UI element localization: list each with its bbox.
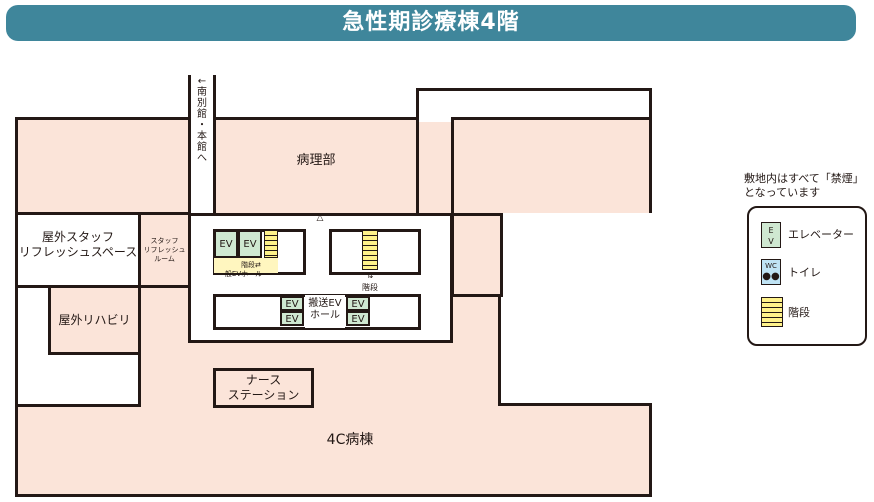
transport-ev-hall-fill bbox=[305, 295, 345, 328]
elevator-1: EV bbox=[214, 230, 238, 258]
stairs-left-label: 階段⇄ bbox=[241, 261, 261, 269]
elevator-2: EV bbox=[238, 230, 262, 258]
staff-refresh-room-label: スタッフリフレッシュルーム bbox=[143, 237, 186, 263]
outdoor-staff-refresh-label: 屋外スタッフリフレッシュスペース bbox=[18, 230, 138, 259]
nurse-station bbox=[213, 368, 314, 408]
upper-right-extension bbox=[416, 88, 652, 122]
general-ev-hall-label: 一般EVホール bbox=[217, 270, 263, 278]
elevator-6: EV bbox=[346, 311, 370, 326]
stairs-right-label: 階段 bbox=[362, 283, 378, 292]
corridor-direction-label: ←南別館・本館へ bbox=[197, 76, 207, 164]
toilet-legend-icon: WC ●● bbox=[761, 259, 781, 285]
elevator-3: EV bbox=[280, 296, 304, 311]
no-smoking-notice: 敷地内はすべて「禁煙」となっています bbox=[744, 172, 864, 199]
nurse-station-label: ナースステーション bbox=[227, 373, 300, 402]
stairs-left bbox=[264, 230, 278, 258]
outdoor-rehab-label: 屋外リハビリ bbox=[58, 313, 131, 327]
right-connector-room bbox=[451, 213, 503, 297]
elevator-5: EV bbox=[346, 296, 370, 311]
elevator-4: EV bbox=[280, 311, 304, 326]
right-wing-room bbox=[451, 117, 652, 216]
stairs-legend-icon bbox=[761, 297, 783, 327]
elevator-legend-label: エレベーター bbox=[788, 228, 854, 241]
north-mark: △ bbox=[316, 213, 324, 223]
right-lower-white-area bbox=[498, 213, 652, 406]
pathology-label: 病理部 bbox=[296, 153, 336, 168]
stairs-right-arrow: ⇅ bbox=[366, 271, 374, 280]
ward-4c-label: 4C病棟 bbox=[326, 432, 374, 448]
stairs-legend-label: 階段 bbox=[788, 306, 810, 319]
general-ev-hall-fill bbox=[214, 258, 278, 273]
toilet-legend-label: トイレ bbox=[788, 266, 821, 279]
outdoor-rehab-room bbox=[48, 285, 141, 355]
page-title: 急性期診療棟4階 bbox=[6, 5, 856, 41]
staff-refresh-room bbox=[138, 212, 191, 288]
stairs-right bbox=[362, 230, 378, 270]
pathology-room bbox=[213, 117, 419, 216]
